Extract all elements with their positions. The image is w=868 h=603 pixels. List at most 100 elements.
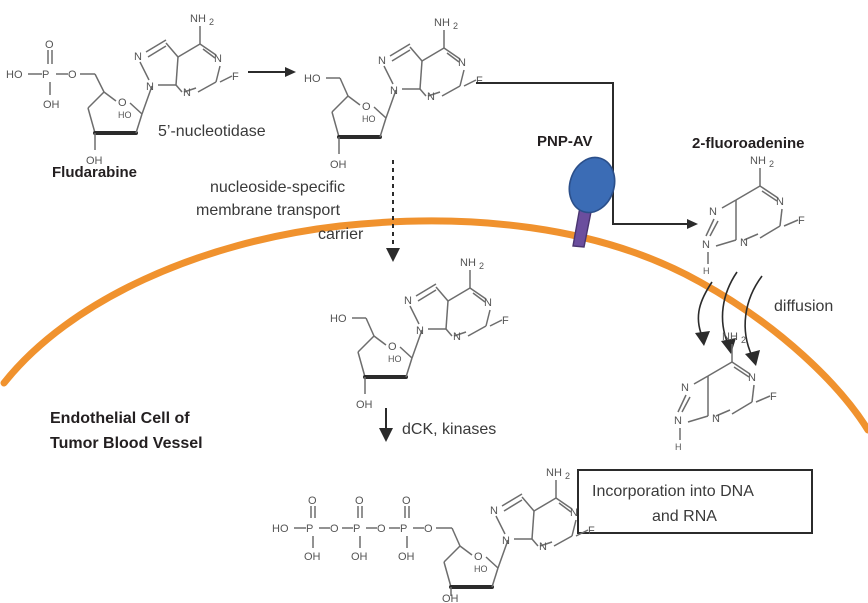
diffusion-arrows [695,271,763,366]
atom-n7f: N [490,505,498,517]
atom-fd: F [770,391,777,403]
atom-p: P [42,69,49,81]
atom-h-n9d: H [675,442,682,452]
atom-o-bridge: O [68,69,77,81]
label-transport-1: nucleoside-specific [210,179,345,196]
label-pnp-av: PNP-AV [537,133,593,150]
cell-membrane [0,217,868,434]
structure-fludarabine: HO P O OH O O OH HO N N [6,13,239,167]
atom-nh2e: NH [460,257,476,269]
structure-f-ara-a-inside: HO O OH HO N N N N F NH 2 [330,257,509,411]
atom-5oh: HO [304,73,321,85]
atom-nh2c-sub: 2 [769,159,774,169]
atom-n7: N [134,51,142,63]
atom-n7c: N [709,206,717,218]
atom-nh2b-sub: 2 [453,21,458,31]
label-2-fluoroadenine: 2-fluoroadenine [692,135,805,152]
pnp-av-enzyme [568,156,616,248]
atom-o-ring4: O [474,551,483,563]
atom-3oh2: OH [330,159,347,171]
atom-o3-double: O [402,495,411,507]
label-transport-2: membrane transport [196,202,341,219]
atom-o-ring: O [118,97,127,109]
atom-3oh4: OH [442,593,459,603]
atom-n1c: N [776,196,784,208]
label-nucleotidase: 5’-nucleotidase [158,123,266,140]
atom-o-double: O [45,39,54,51]
atom-n1e: N [484,297,492,309]
atom-n1: N [214,53,222,65]
atom-n7d: N [681,382,689,394]
atom-o-br2: O [377,523,386,535]
atom-p2: P [353,523,360,535]
atom-oh2: OH [351,551,368,563]
atom-ff: F [588,525,595,537]
kinase-arrow [379,408,393,442]
atom-3oh: OH [86,155,103,167]
atom-n1f: N [570,507,578,519]
label-incorporation-1: Incorporation into DNA [592,483,754,500]
atom-o-br1: O [330,523,339,535]
structure-f-ara-a-outside: HO O OH HO N N N N F NH 2 [304,17,483,171]
atom-n9: N [146,81,154,93]
atom-oh3: OH [398,551,415,563]
atom-f: F [232,71,239,83]
atom-fb: F [476,75,483,87]
atom-ho-tp: HO [272,523,289,535]
atom-nh2: NH [190,13,206,25]
atom-nh2f: NH [546,467,562,479]
atom-o-ring2: O [362,101,371,113]
atom-nh2b: NH [434,17,450,29]
atom-o2-double: O [355,495,364,507]
label-incorporation-2: and RNA [652,508,717,525]
atom-n3f: N [539,541,547,553]
atom-n3c: N [740,237,748,249]
atom-n1d: N [748,372,756,384]
atom-nh2f-sub: 2 [565,471,570,481]
atom-oh1: OH [304,551,321,563]
atom-n3: N [183,87,191,99]
atom-n3d: N [712,413,720,425]
atom-fc: F [798,215,805,227]
structure-2-fluoroadenine-top: N N H N N F NH 2 [702,155,805,276]
transport-arrow [386,160,400,262]
atom-nh2d-sub: 2 [741,335,746,345]
atom-n3b: N [427,91,435,103]
atom-fe: F [502,315,509,327]
label-cell-2: Tumor Blood Vessel [50,435,203,452]
pnp-elbow-arrow [476,82,698,229]
label-fludarabine: Fludarabine [52,164,137,181]
atom-n9f: N [502,535,510,547]
atom-o-br3: O [424,523,433,535]
atom-n3e: N [453,331,461,343]
atom-h-n9c: H [703,266,710,276]
atom-n9e: N [416,325,424,337]
atom-p3: P [400,523,407,535]
atom-oh: OH [43,99,60,111]
atom-n7e: N [404,295,412,307]
atom-nh2c: NH [750,155,766,167]
label-kinases: dCK, kinases [402,421,496,438]
label-transport-3: carrier [318,226,364,243]
atom-n1b: N [458,57,466,69]
label-diffusion: diffusion [774,298,833,315]
atom-3oh3: OH [356,399,373,411]
atom-2oh2: HO [362,114,376,124]
atom-n9b: N [390,85,398,97]
incorporation-box: Incorporation into DNA and RNA [577,469,813,534]
atom-o-ring3: O [388,341,397,353]
atom-5oh-in: HO [330,313,347,325]
atom-ho: HO [6,69,23,81]
label-cell-1: Endothelial Cell of [50,410,190,427]
atom-n9d: N [674,415,682,427]
atom-2oh: HO [118,110,132,120]
atom-n7b: N [378,55,386,67]
structure-2-fluoroadenine-bottom: N N H N N F NH 2 [674,331,777,452]
atom-nh2d: NH [722,331,738,343]
nucleotidase-arrow [248,67,296,77]
structure-f-ara-atp: HO P O OH O P O OH O P O OH O O [272,467,595,603]
atom-n9c: N [702,239,710,251]
atom-2oh4: HO [474,564,488,574]
atom-p1: P [306,523,313,535]
atom-o1-double: O [308,495,317,507]
